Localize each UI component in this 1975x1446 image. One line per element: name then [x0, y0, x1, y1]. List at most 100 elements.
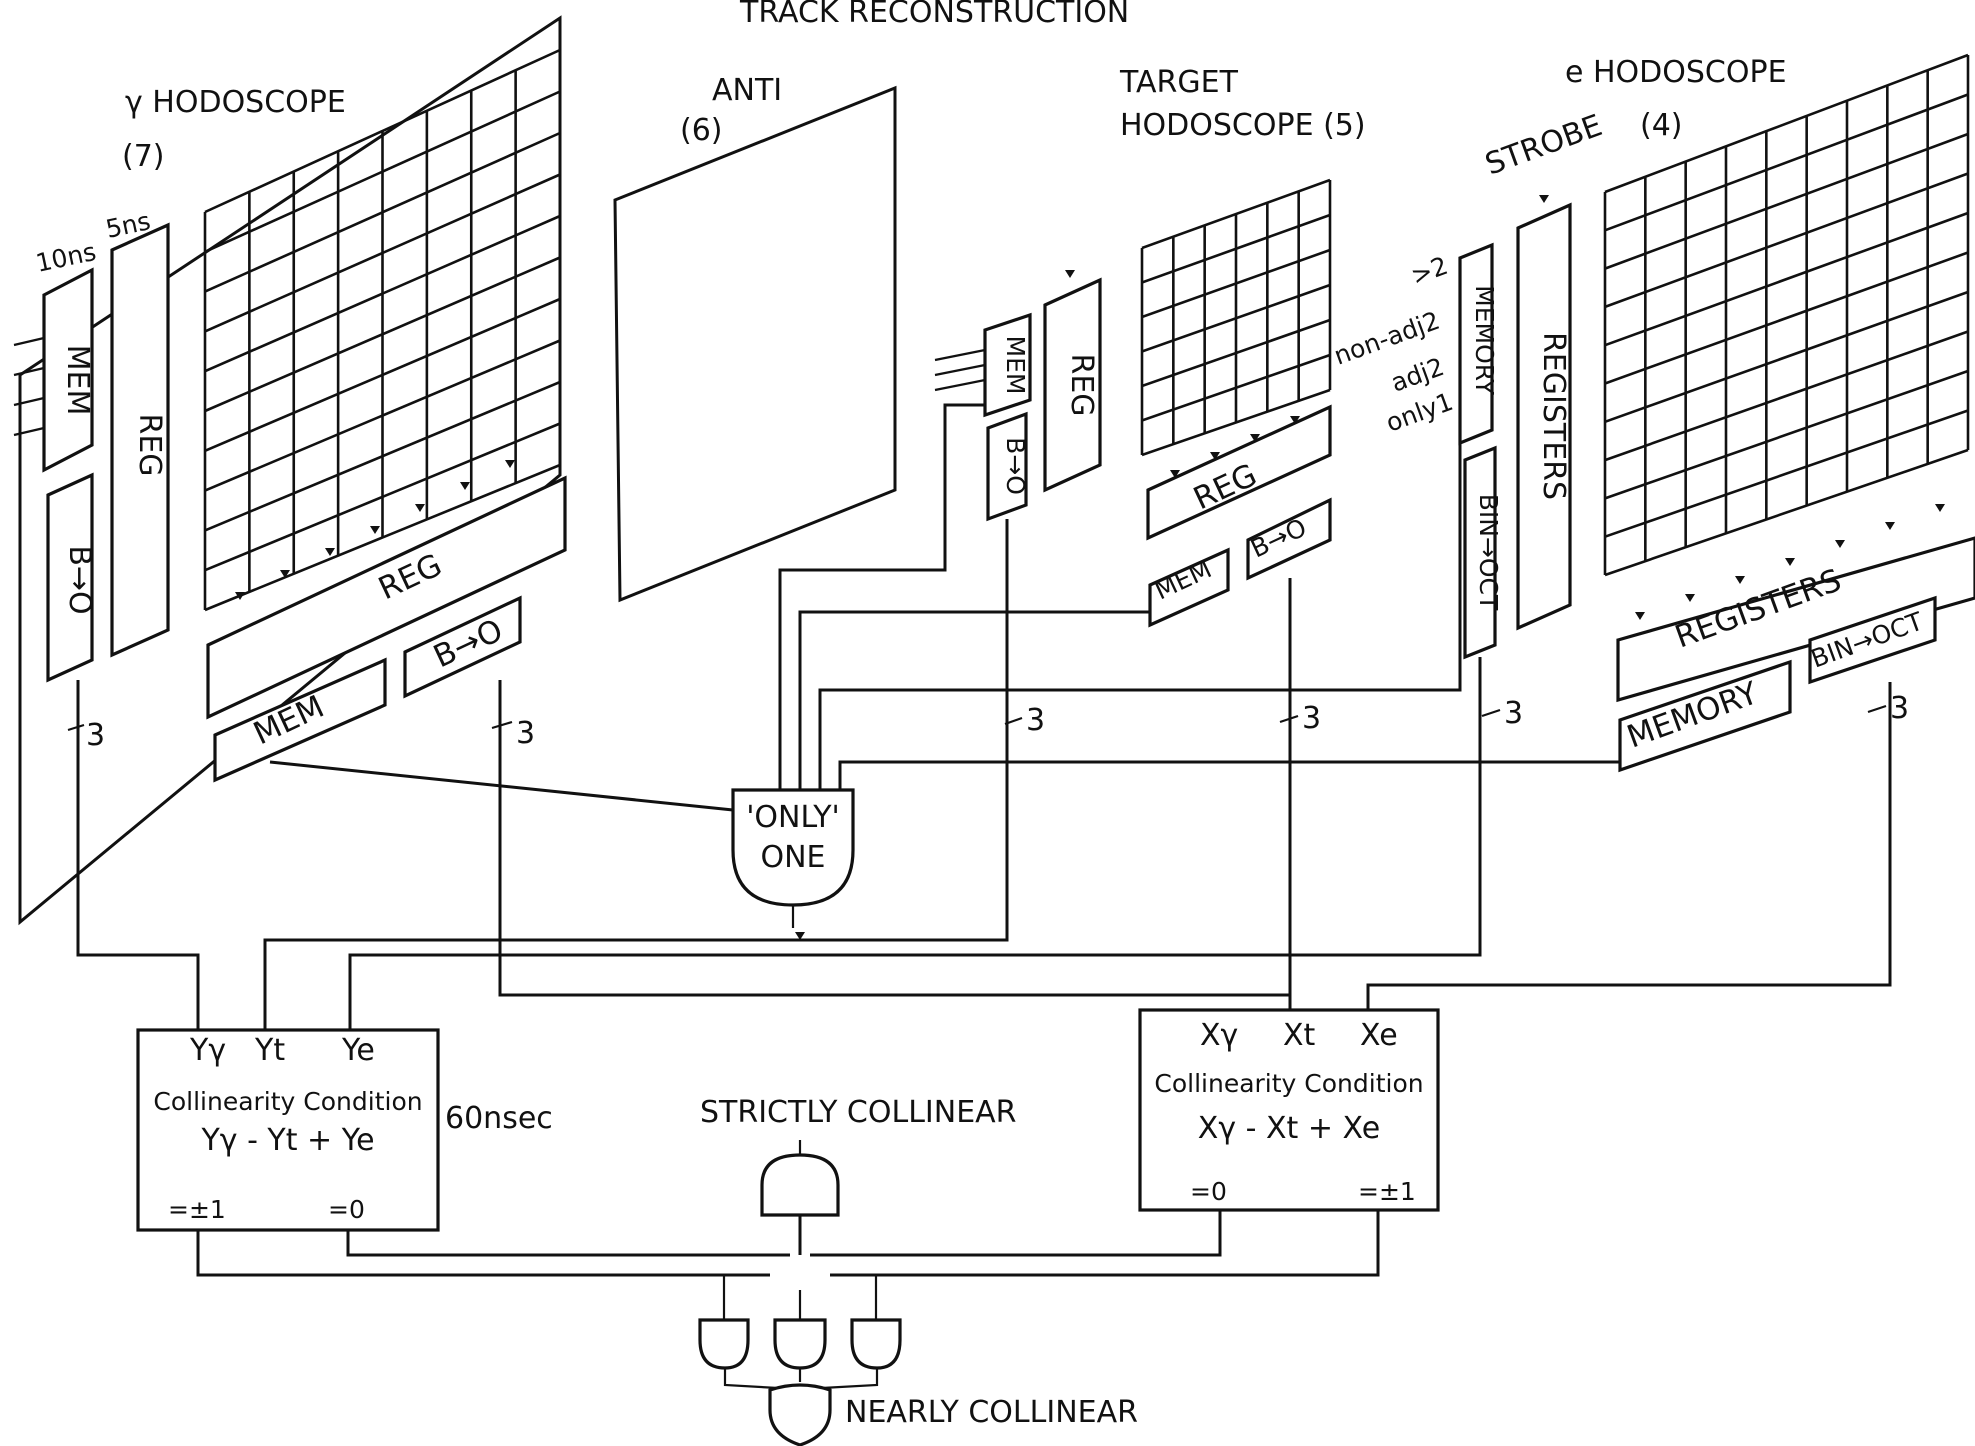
nearly-gate-middle	[775, 1320, 825, 1368]
arrow-head	[1735, 576, 1745, 584]
e-grid-line	[1605, 371, 1968, 498]
nearly-gate-left	[700, 1320, 748, 1368]
gamma-hodoscope-plane	[20, 18, 560, 922]
e-grid-line	[1605, 411, 1968, 537]
e-strobe-label: STROBE	[1481, 108, 1607, 182]
y-input-e: Ye	[341, 1033, 375, 1068]
gamma-mem-vertical-label: MEM	[60, 345, 95, 416]
e-memory-vertical-label: MEMORY	[1470, 285, 1499, 395]
y-input-target: Yt	[254, 1033, 285, 1068]
gamma-reg-vertical-label: REG	[132, 413, 167, 476]
gamma-hodoscope-title: γ HODOSCOPE	[125, 85, 346, 120]
gamma-bus-width-2: 3	[516, 716, 535, 751]
x-output-0: =0	[1190, 1177, 1227, 1206]
arrow-head	[1885, 522, 1895, 530]
y-collinearity-formula: Yγ - Yt + Ye	[200, 1123, 374, 1158]
gamma-bus-width-1: 3	[86, 718, 105, 753]
anti-number: (6)	[680, 113, 723, 148]
e-grid-line	[1605, 213, 1968, 345]
target-hodoscope: TARGET HODOSCOPE (5) MEM B→O REG REG MEM…	[935, 65, 1457, 738]
target-mem-input	[935, 350, 985, 360]
anti-title: ANTI	[712, 73, 782, 108]
target-output-gt2: >2	[1407, 251, 1452, 291]
nearly-or-gate	[770, 1385, 830, 1445]
only-one-gate-line1: 'ONLY'	[746, 800, 840, 835]
arrow-head	[415, 504, 425, 512]
nearly-collinear-label: NEARLY COLLINEAR	[845, 1395, 1138, 1430]
wire-gamma-x	[500, 680, 1290, 1010]
target-bus-width-2: 3	[1302, 701, 1321, 736]
arrow-head	[1065, 270, 1075, 278]
arrow-head	[1935, 504, 1945, 512]
target-output-only1: only1	[1382, 387, 1457, 438]
e-hodoscope-title: e HODOSCOPE	[1565, 55, 1787, 90]
wire-e-bottom-memory-to-gate	[840, 762, 1620, 790]
e-bus-slash	[1482, 710, 1500, 716]
e-grid-line	[1605, 292, 1968, 422]
gamma-b-to-o-vertical-label: B→O	[62, 545, 97, 614]
x-input-target: Xt	[1283, 1018, 1316, 1053]
target-mem-input	[935, 365, 985, 375]
target-mem-vertical-label: MEM	[1001, 336, 1030, 395]
e-grid-line	[1605, 253, 1968, 384]
nearly-or-in-left	[725, 1368, 778, 1388]
wire-y-pm1	[198, 1230, 770, 1275]
arrow-head	[325, 548, 335, 556]
y-output-0: =0	[328, 1195, 365, 1224]
x-output-pm1: =±1	[1358, 1177, 1416, 1206]
arrow-head	[505, 460, 515, 468]
e-bin-oct-vertical-label: BIN→OCT	[1474, 494, 1503, 611]
arrow-head	[460, 482, 470, 490]
x-collinearity-formula: Xγ - Xt + Xe	[1198, 1111, 1380, 1146]
y-collinearity-title: Collinearity Condition	[153, 1087, 422, 1116]
wire-x-pm1	[830, 1210, 1378, 1275]
output-logic: STRICTLY COLLINEAR NEARLY COLLINEAR	[700, 1095, 1138, 1445]
wire-y-0	[348, 1230, 790, 1255]
y-collinearity-box: Yγ Yt Ye Collinearity Condition Yγ - Yt …	[138, 1030, 553, 1230]
diagram-title: TRACK RECONSTRUCTION	[739, 0, 1129, 30]
e-bus-slash	[1868, 706, 1886, 712]
y-input-gamma: Yγ	[189, 1033, 226, 1068]
x-collinearity-box: Xγ Xt Xe Collinearity Condition Xγ - Xt …	[1140, 1010, 1438, 1210]
wire-e-memory-to-gate	[820, 440, 1460, 790]
gamma-bus-slash	[492, 722, 512, 728]
arrow-head	[1539, 195, 1549, 203]
e-hodoscope: e HODOSCOPE (4) STROBE MEMORY BIN→OCT RE…	[1460, 55, 1975, 770]
x-input-gamma: Xγ	[1200, 1018, 1238, 1053]
arrow-head	[1635, 612, 1645, 620]
only-one-gate: 'ONLY' ONE	[733, 790, 853, 928]
e-registers-vertical-label: REGISTERS	[1536, 332, 1571, 500]
strictly-collinear-label: STRICTLY COLLINEAR	[700, 1095, 1017, 1130]
target-b-to-o-vertical-label: B→O	[1001, 437, 1030, 495]
anti-counter: ANTI (6)	[615, 73, 895, 600]
arrow-head	[1835, 540, 1845, 548]
gamma-mem-input	[14, 338, 44, 345]
x-collinearity-title: Collinearity Condition	[1154, 1069, 1423, 1098]
gamma-bus-slash	[68, 725, 84, 730]
anti-plane	[615, 88, 895, 600]
target-bus-width-1: 3	[1026, 703, 1045, 738]
e-bus-width-1: 3	[1504, 696, 1523, 731]
target-hodoscope-grid	[1142, 180, 1330, 455]
strictly-collinear-gate	[762, 1155, 838, 1215]
arrow-head	[370, 526, 380, 534]
e-bus-width-2: 3	[1890, 691, 1909, 726]
e-grid-line	[1605, 134, 1968, 269]
nearly-gate-right	[852, 1320, 900, 1368]
x-input-e: Xe	[1360, 1018, 1398, 1053]
arrow-head	[1785, 558, 1795, 566]
target-mem-input	[935, 380, 985, 390]
wire-anti-to-gate	[780, 405, 985, 790]
nearly-or-in-right	[822, 1368, 877, 1388]
wire-x-0	[810, 1210, 1220, 1255]
only-one-gate-line2: ONE	[760, 840, 825, 875]
gamma-hodoscope-number: (7)	[122, 139, 165, 174]
e-hodoscope-number: (4)	[1640, 108, 1683, 143]
target-reg-vertical-label: REG	[1064, 353, 1099, 416]
e-grid-line	[1605, 174, 1968, 307]
gamma-hodoscope: γ HODOSCOPE (7) 10ns 5ns MEM B→O REG REG…	[14, 18, 565, 922]
y-output-pm1: =±1	[168, 1195, 226, 1224]
y-timing-label: 60nsec	[445, 1101, 553, 1136]
e-grid-line	[1605, 332, 1968, 461]
